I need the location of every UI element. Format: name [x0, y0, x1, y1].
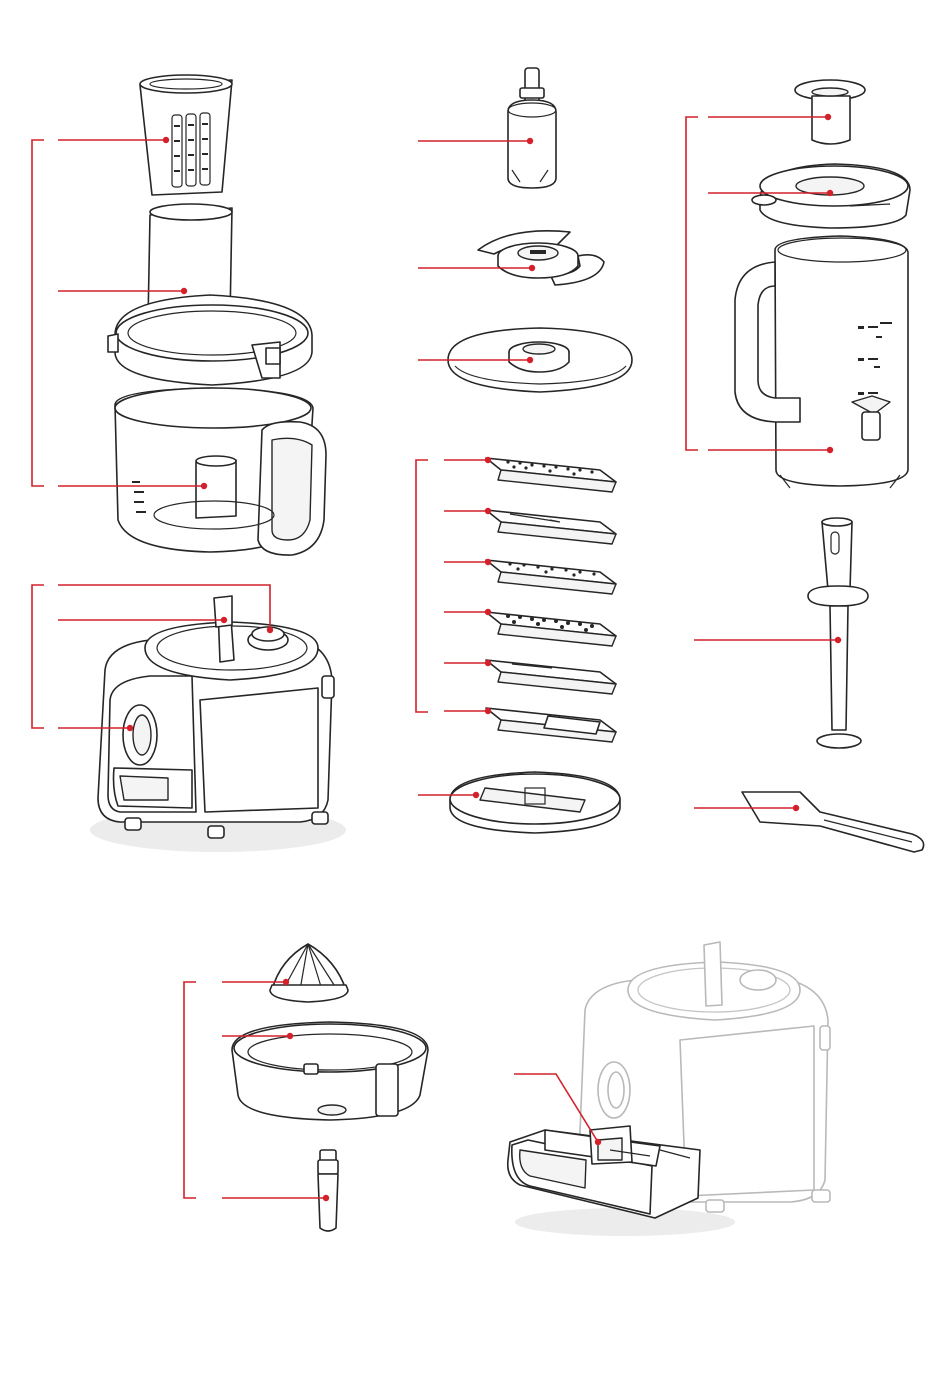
- leader-drive-shaft-dot: [527, 138, 533, 144]
- leader-blender-jug-dot: [827, 447, 833, 453]
- citrus-drive-shaft: [318, 1150, 338, 1231]
- leader-citrus-drive-shaft-dot: [323, 1195, 329, 1201]
- leader-disc-2-dot: [485, 508, 491, 514]
- leader-juice-bowl-dot: [287, 1033, 293, 1039]
- leader-emulsifying-disc-dot: [527, 357, 533, 363]
- leader-spatula-dot: [793, 805, 799, 811]
- leader-processing-bowl-dot: [201, 483, 207, 489]
- leader-disc-4-dot: [485, 609, 491, 615]
- bracket-citrus-press: [184, 982, 196, 1198]
- leader-on-off-switch-dot: [127, 725, 133, 731]
- bracket-discs: [416, 460, 428, 712]
- leader-motor-drive-shaft-dot: [221, 617, 227, 623]
- cutting-disc-5: [486, 660, 616, 694]
- processing-bowl-lid: [108, 295, 312, 385]
- chopping-blade: [478, 231, 604, 285]
- motor-base: [90, 596, 346, 852]
- cutting-disc-4: [486, 612, 616, 646]
- disc-holder: [450, 772, 620, 833]
- leader-jug-lid-cap-dot: [825, 114, 831, 120]
- cutting-disc-1: [486, 458, 616, 492]
- leader-disc-6-dot: [485, 708, 491, 714]
- spatula: [742, 792, 924, 852]
- leader-feed-tube-pusher-dot: [181, 288, 187, 294]
- cutting-disc-3: [486, 560, 616, 594]
- jug-lid-cap: [795, 80, 865, 144]
- jug-pusher: [808, 518, 868, 748]
- processing-bowl: [115, 388, 326, 555]
- leader-disc-5-dot: [485, 660, 491, 666]
- bracket-bowl-assembly: [32, 140, 44, 486]
- bracket-blender: [686, 117, 698, 450]
- leader-storage-drawer-dot: [595, 1139, 601, 1145]
- measuring-cup: [140, 75, 232, 195]
- leader-jug-lid-dot: [827, 190, 833, 196]
- leader-citrus-press-cone-dot: [283, 979, 289, 985]
- leader-chopping-blade-dot: [529, 265, 535, 271]
- leader-disc-holder-dot: [473, 792, 479, 798]
- leader-jug-pusher-dot: [835, 637, 841, 643]
- bracket-motor-base: [32, 585, 44, 728]
- leader-measuring-cup-dot: [163, 137, 169, 143]
- leader-disc-3-dot: [485, 559, 491, 565]
- cutting-disc-2: [486, 510, 616, 544]
- drive-shaft: [508, 68, 556, 188]
- leader-speed-control-dial-dot: [267, 627, 273, 633]
- citrus-press-cone: [270, 944, 348, 1002]
- leader-disc-1-dot: [485, 457, 491, 463]
- cutting-disc-6: [486, 708, 616, 742]
